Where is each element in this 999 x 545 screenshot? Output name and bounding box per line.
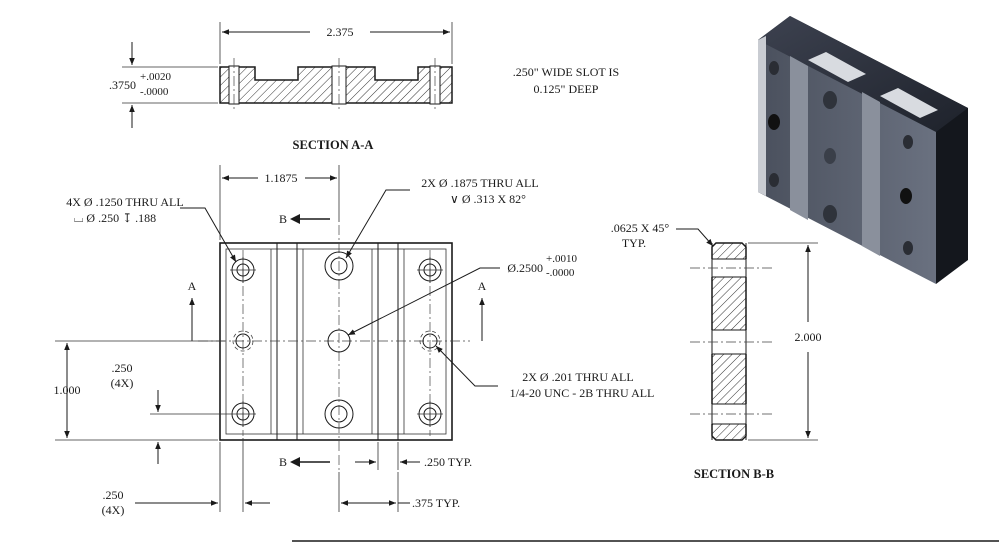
counterbore-hole xyxy=(417,257,443,283)
dim-slot-spacing-typ: .375 TYP. xyxy=(412,496,460,510)
dim-slot-typ: .250 TYP. xyxy=(424,455,472,469)
section-b-b-height: 2.000 xyxy=(795,330,822,344)
section-marker-a-right: A xyxy=(478,279,487,293)
front-view: 1.1875 4X Ø .1250 THRU ALL ⌴ Ø .250 ↧ .1… xyxy=(54,165,655,517)
tapped-hole xyxy=(232,330,254,352)
tap-note-line1: 2X Ø .201 THRU ALL xyxy=(522,370,633,384)
countersunk-hole xyxy=(324,399,354,429)
csk-note-line1: 2X Ø .1875 THRU ALL xyxy=(421,176,538,190)
slot-note-line1: .250" WIDE SLOT IS xyxy=(513,65,619,79)
section-marker-a-left: A xyxy=(188,279,197,293)
section-a-a-tol-plus: +.0020 xyxy=(140,71,171,83)
front-view-outline xyxy=(219,242,453,441)
center-hole-dim: Ø.2500 xyxy=(507,261,543,275)
slot-note: .250" WIDE SLOT IS 0.125" DEEP xyxy=(513,65,619,96)
section-a-a: 2.375 .3750 +.0020 -.0000 SECTION A-A xyxy=(109,22,453,152)
tap-note-line2: 1/4-20 UNC - 2B THRU ALL xyxy=(510,386,655,400)
section-a-a-thickness: .3750 xyxy=(109,78,136,92)
section-a-a-width-dim: 2.375 xyxy=(327,25,354,39)
counterbore-hole xyxy=(230,257,256,283)
csk-note-line2: ∨ Ø .313 X 82° xyxy=(450,192,526,206)
center-hole xyxy=(327,329,351,353)
dim-edge-bottom-qty: (4X) xyxy=(102,503,125,517)
countersunk-hole xyxy=(324,251,354,281)
counterbore-hole xyxy=(417,401,443,427)
chamfer-note-line2: TYP. xyxy=(622,236,646,250)
section-b-b-title: SECTION B-B xyxy=(694,467,774,481)
section-a-a-tol-minus: -.0000 xyxy=(140,86,169,98)
section-a-a-title: SECTION A-A xyxy=(293,138,374,152)
dim-center-horizontal: 1.1875 xyxy=(265,171,298,185)
hole-note-4x-line2: ⌴ Ø .250 ↧ .188 xyxy=(74,211,156,225)
section-marker-b-bottom: B xyxy=(279,455,287,469)
center-hole-tol-minus: -.0000 xyxy=(546,267,575,279)
tapped-hole xyxy=(419,330,441,352)
hole-note-4x-line1: 4X Ø .1250 THRU ALL xyxy=(66,195,183,209)
center-hole-tol-plus: +.0010 xyxy=(546,253,577,265)
section-b-b: .0625 X 45° TYP. 2.000 SECTION B-B xyxy=(611,221,822,481)
dim-edge-top-qty: (4X) xyxy=(111,376,134,390)
dim-edge-top: .250 xyxy=(112,361,133,375)
counterbore-hole xyxy=(230,401,256,427)
slot-note-line2: 0.125" DEEP xyxy=(534,82,599,96)
isometric-view xyxy=(758,16,968,284)
dim-vertical: 1.000 xyxy=(54,383,81,397)
chamfer-note-line1: .0625 X 45° xyxy=(611,221,670,235)
section-marker-b-top: B xyxy=(279,212,287,226)
dim-edge-bottom: .250 xyxy=(103,488,124,502)
